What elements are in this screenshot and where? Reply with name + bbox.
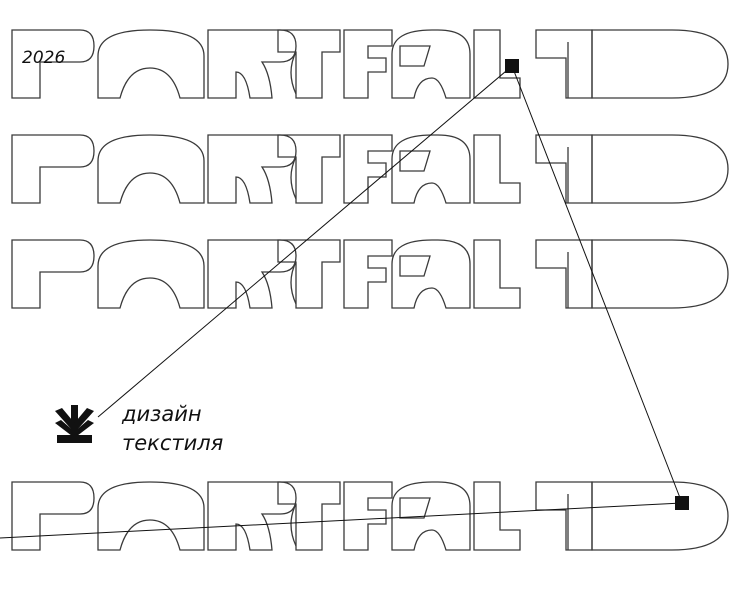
portfolio-wordmark-row-1 bbox=[11, 29, 729, 99]
caption-line-1: дизайн bbox=[122, 402, 202, 426]
node-square-top bbox=[505, 59, 519, 73]
asterisk-burst-icon bbox=[55, 405, 94, 443]
connector-line-3 bbox=[0, 502, 683, 539]
caption-line-2: текстиля bbox=[122, 431, 224, 455]
portfolio-wordmark-row-2 bbox=[11, 134, 729, 204]
portfolio-wordmark-row-4 bbox=[11, 481, 729, 551]
node-square-right bbox=[675, 496, 689, 510]
year-label: 2026 bbox=[22, 48, 66, 68]
caption-block: дизайн текстиля bbox=[122, 400, 223, 458]
portfolio-wordmark-row-3 bbox=[11, 239, 729, 309]
connector-line-2 bbox=[511, 65, 683, 504]
connector-line-1 bbox=[97, 65, 513, 418]
